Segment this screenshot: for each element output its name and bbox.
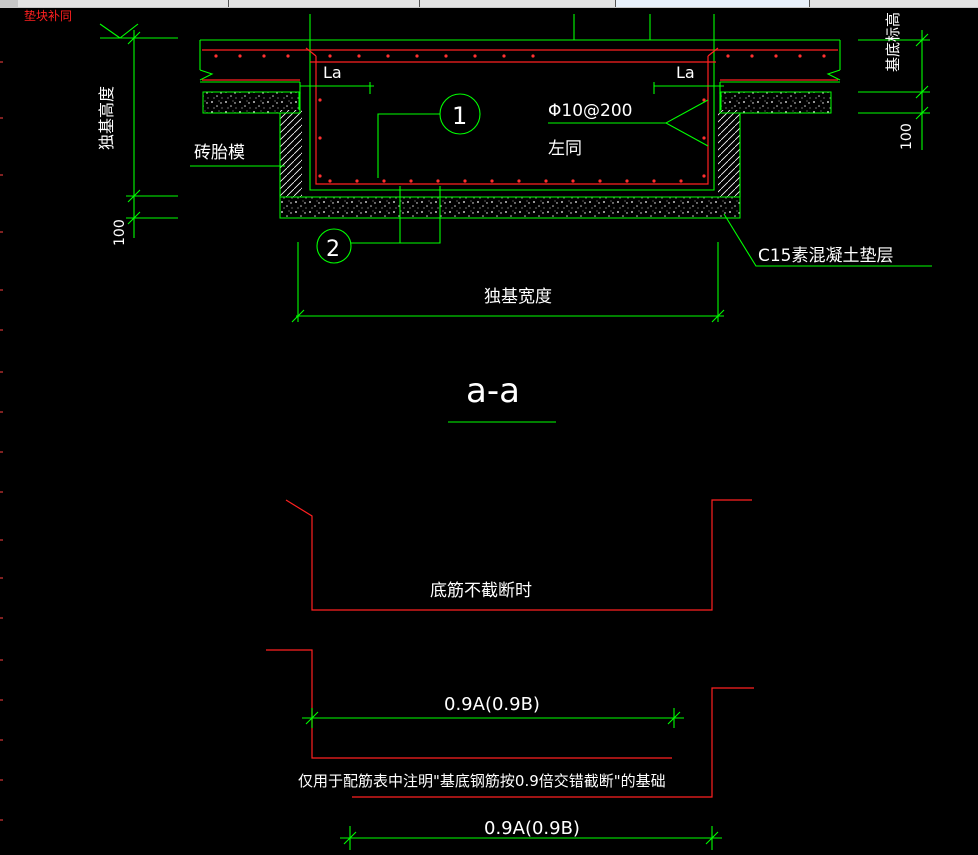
rebar-note: 左同 [548, 139, 582, 159]
rebar-dots [214, 54, 826, 183]
rebar-dot [750, 54, 754, 58]
left-edge-ticks [0, 61, 3, 821]
rebar-dot [436, 179, 440, 183]
rebar-dot [382, 179, 386, 183]
rebar-dot [355, 179, 359, 183]
right-vertical-label: 基底标高 [884, 12, 902, 72]
rebar-dot [473, 54, 477, 58]
rebar-dot [652, 179, 656, 183]
rebar-dot [531, 54, 535, 58]
rebar-dot [726, 54, 730, 58]
rebar-dot [386, 54, 390, 58]
toolbar [0, 0, 978, 8]
rebar-dot [318, 174, 322, 178]
case2-lower-rebar [352, 687, 754, 798]
rebar-dot [318, 136, 322, 140]
la-dimensions: La La [299, 63, 724, 94]
case2-upper-rebar [266, 649, 672, 759]
foundation-rebar [305, 47, 719, 185]
rebar-dot [415, 54, 419, 58]
slab-top-rebar [202, 49, 838, 81]
cushion-layer-label: C15素混凝土垫层 [758, 246, 894, 266]
la-left-label: La [323, 63, 342, 82]
rebar-dot [502, 54, 506, 58]
left-vertical-label: 独基高度 [97, 86, 116, 150]
rebar-dot [702, 136, 706, 140]
rebar-dot [544, 179, 548, 183]
rebar-dot [286, 54, 290, 58]
rebar-dot [702, 174, 706, 178]
case1-label: 底筋不截断时 [430, 581, 532, 601]
case2-note: 仅用于配筋表中注明"基底钢筋按0.9倍交错截断"的基础 [298, 772, 666, 790]
slab-outline [199, 14, 841, 83]
callout-2 [316, 186, 441, 264]
dim-09-lower: 0.9A(0.9B) [484, 818, 580, 839]
dim-09-upper: 0.9A(0.9B) [444, 694, 540, 715]
rebar-dot [625, 179, 629, 183]
foundation-width-dim [291, 242, 725, 323]
dim-100-right: 100 [899, 123, 915, 150]
rebar-dot [822, 54, 826, 58]
callout-2-number: 2 [326, 237, 340, 262]
left-pad [202, 91, 300, 114]
foundation-width-label: 独基宽度 [484, 287, 552, 307]
rebar-dot [444, 54, 448, 58]
rebar-dot [463, 179, 467, 183]
case1-rebar-shape [285, 499, 752, 611]
rebar-dot [262, 54, 266, 58]
rebar-dot [571, 179, 575, 183]
rebar-dot [238, 54, 242, 58]
rebar-dot [490, 179, 494, 183]
drawing-tab-2[interactable] [229, 0, 420, 7]
rebar-dot [357, 54, 361, 58]
rebar-dot [774, 54, 778, 58]
top-left-note: 垫块补同 [24, 8, 72, 23]
drawing-tab-3[interactable] [420, 0, 616, 7]
callout-1-number: 1 [452, 102, 467, 130]
section-title: a-a [466, 371, 520, 411]
rebar-dot [318, 98, 322, 102]
brick-form [279, 92, 741, 197]
drawing-tab-4[interactable] [616, 0, 810, 7]
rebar-dot [517, 179, 521, 183]
dim-lower [340, 826, 722, 850]
la-right-label: La [676, 63, 695, 82]
rebar-dot [328, 179, 332, 183]
rebar-dot [214, 54, 218, 58]
brick-form-label: 砖胎模 [194, 143, 245, 163]
rebar-dot [798, 54, 802, 58]
rebar-dot [328, 54, 332, 58]
dim-upper [302, 708, 684, 728]
drawing-tab-5[interactable] [810, 0, 978, 7]
rebar-spec: Φ10@200 [548, 101, 632, 121]
cushion-layer [279, 196, 741, 219]
cushion-leader [723, 213, 932, 267]
left-dimension-chain [99, 23, 178, 238]
right-pad [720, 91, 832, 114]
right-dimension-chain [858, 30, 930, 150]
rebar-dot [702, 98, 706, 102]
rebar-dot [409, 179, 413, 183]
drawing-tab-1[interactable] [18, 0, 229, 7]
rebar-dot [679, 179, 683, 183]
foundation-body [309, 40, 715, 191]
dim-100-left: 100 [112, 219, 128, 246]
rebar-dot [598, 179, 602, 183]
rebar-spec-leader [548, 99, 709, 147]
callout-1 [377, 93, 481, 178]
